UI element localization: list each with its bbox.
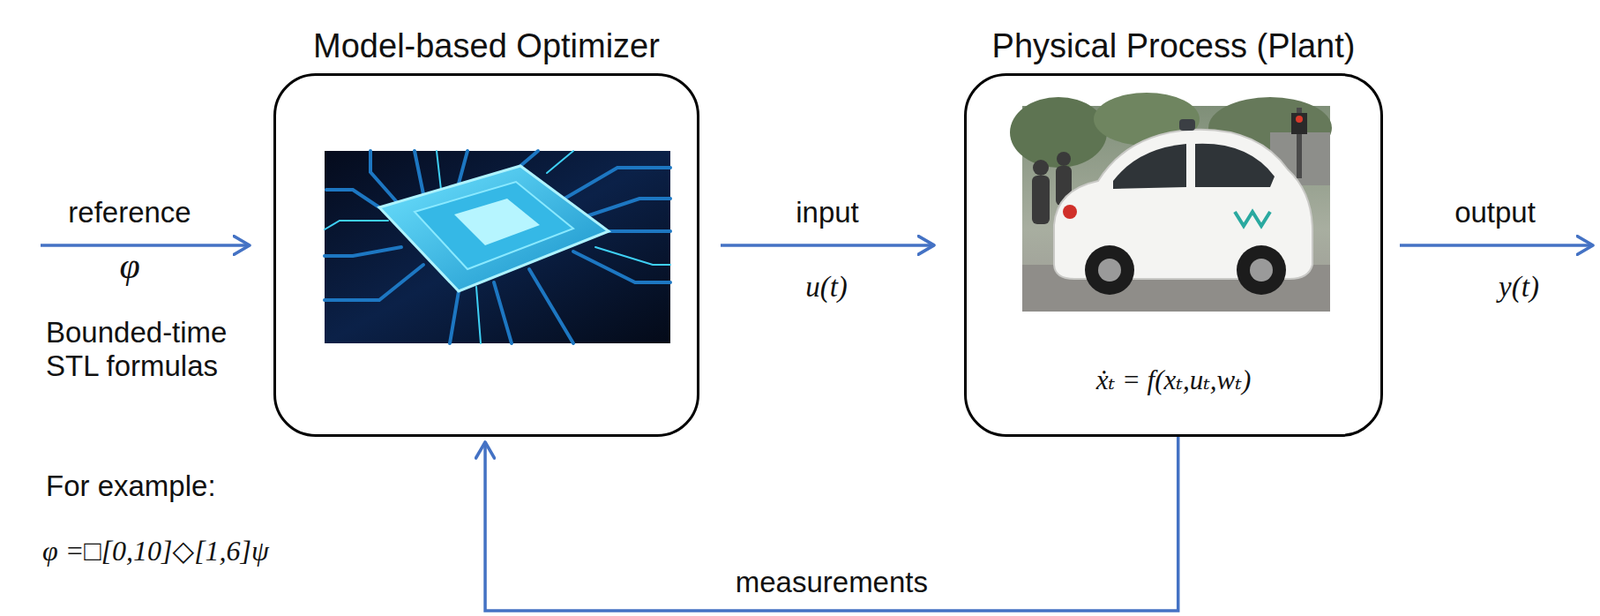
plant-equation: ẋₜ = f(xₜ,uₜ,wₜ) (1096, 363, 1251, 397)
signal-label: output (1454, 195, 1536, 230)
car-window (1113, 143, 1187, 189)
traffic-light (1291, 112, 1308, 135)
bright-traces (324, 150, 671, 344)
sensor-dome (1179, 119, 1196, 131)
optimizer-box: Model-based Optimizer (273, 73, 700, 437)
note-text: For example: (45, 469, 217, 503)
formula: φ =□[0,10]◇[1,6]ψ (42, 534, 270, 568)
note-text: Bounded-time STL formulas (45, 315, 258, 383)
circuit-traces (324, 150, 671, 344)
signal-label: measurements (735, 565, 928, 599)
box-heading: Physical Process (Plant) (992, 28, 1356, 66)
chip-illustration (324, 150, 671, 344)
chip-package (379, 165, 609, 292)
signal-pole (1296, 107, 1302, 179)
signal-arrow (720, 243, 935, 247)
output-arrow (1399, 243, 1593, 247)
car-window (1195, 143, 1275, 187)
plant-box: Physical Process (Plant)ẋₜ = f(xₜ,uₜ,wₜ) (964, 73, 1384, 437)
wheel-hub (1098, 258, 1122, 282)
signal-symbol: y(t) (1498, 270, 1540, 305)
tree (1009, 97, 1107, 168)
reference-arrow (40, 243, 250, 247)
signal-label: input (795, 195, 860, 230)
signal-arrow (485, 436, 1179, 611)
car-photo (1009, 92, 1332, 312)
signal-symbol: u(t) (805, 270, 848, 305)
wheel-hub (1249, 258, 1273, 282)
wheel (1236, 245, 1286, 295)
chip-core (454, 198, 540, 246)
red-light (1295, 115, 1303, 123)
box-heading: Model-based Optimizer (313, 28, 660, 66)
tail-light (1062, 204, 1077, 219)
wheel (1084, 245, 1135, 295)
car-logo (1234, 211, 1271, 226)
signal-label: reference (67, 195, 191, 230)
chip-die (414, 181, 574, 270)
signal-symbol: φ (119, 244, 140, 287)
chip-background (324, 150, 671, 344)
